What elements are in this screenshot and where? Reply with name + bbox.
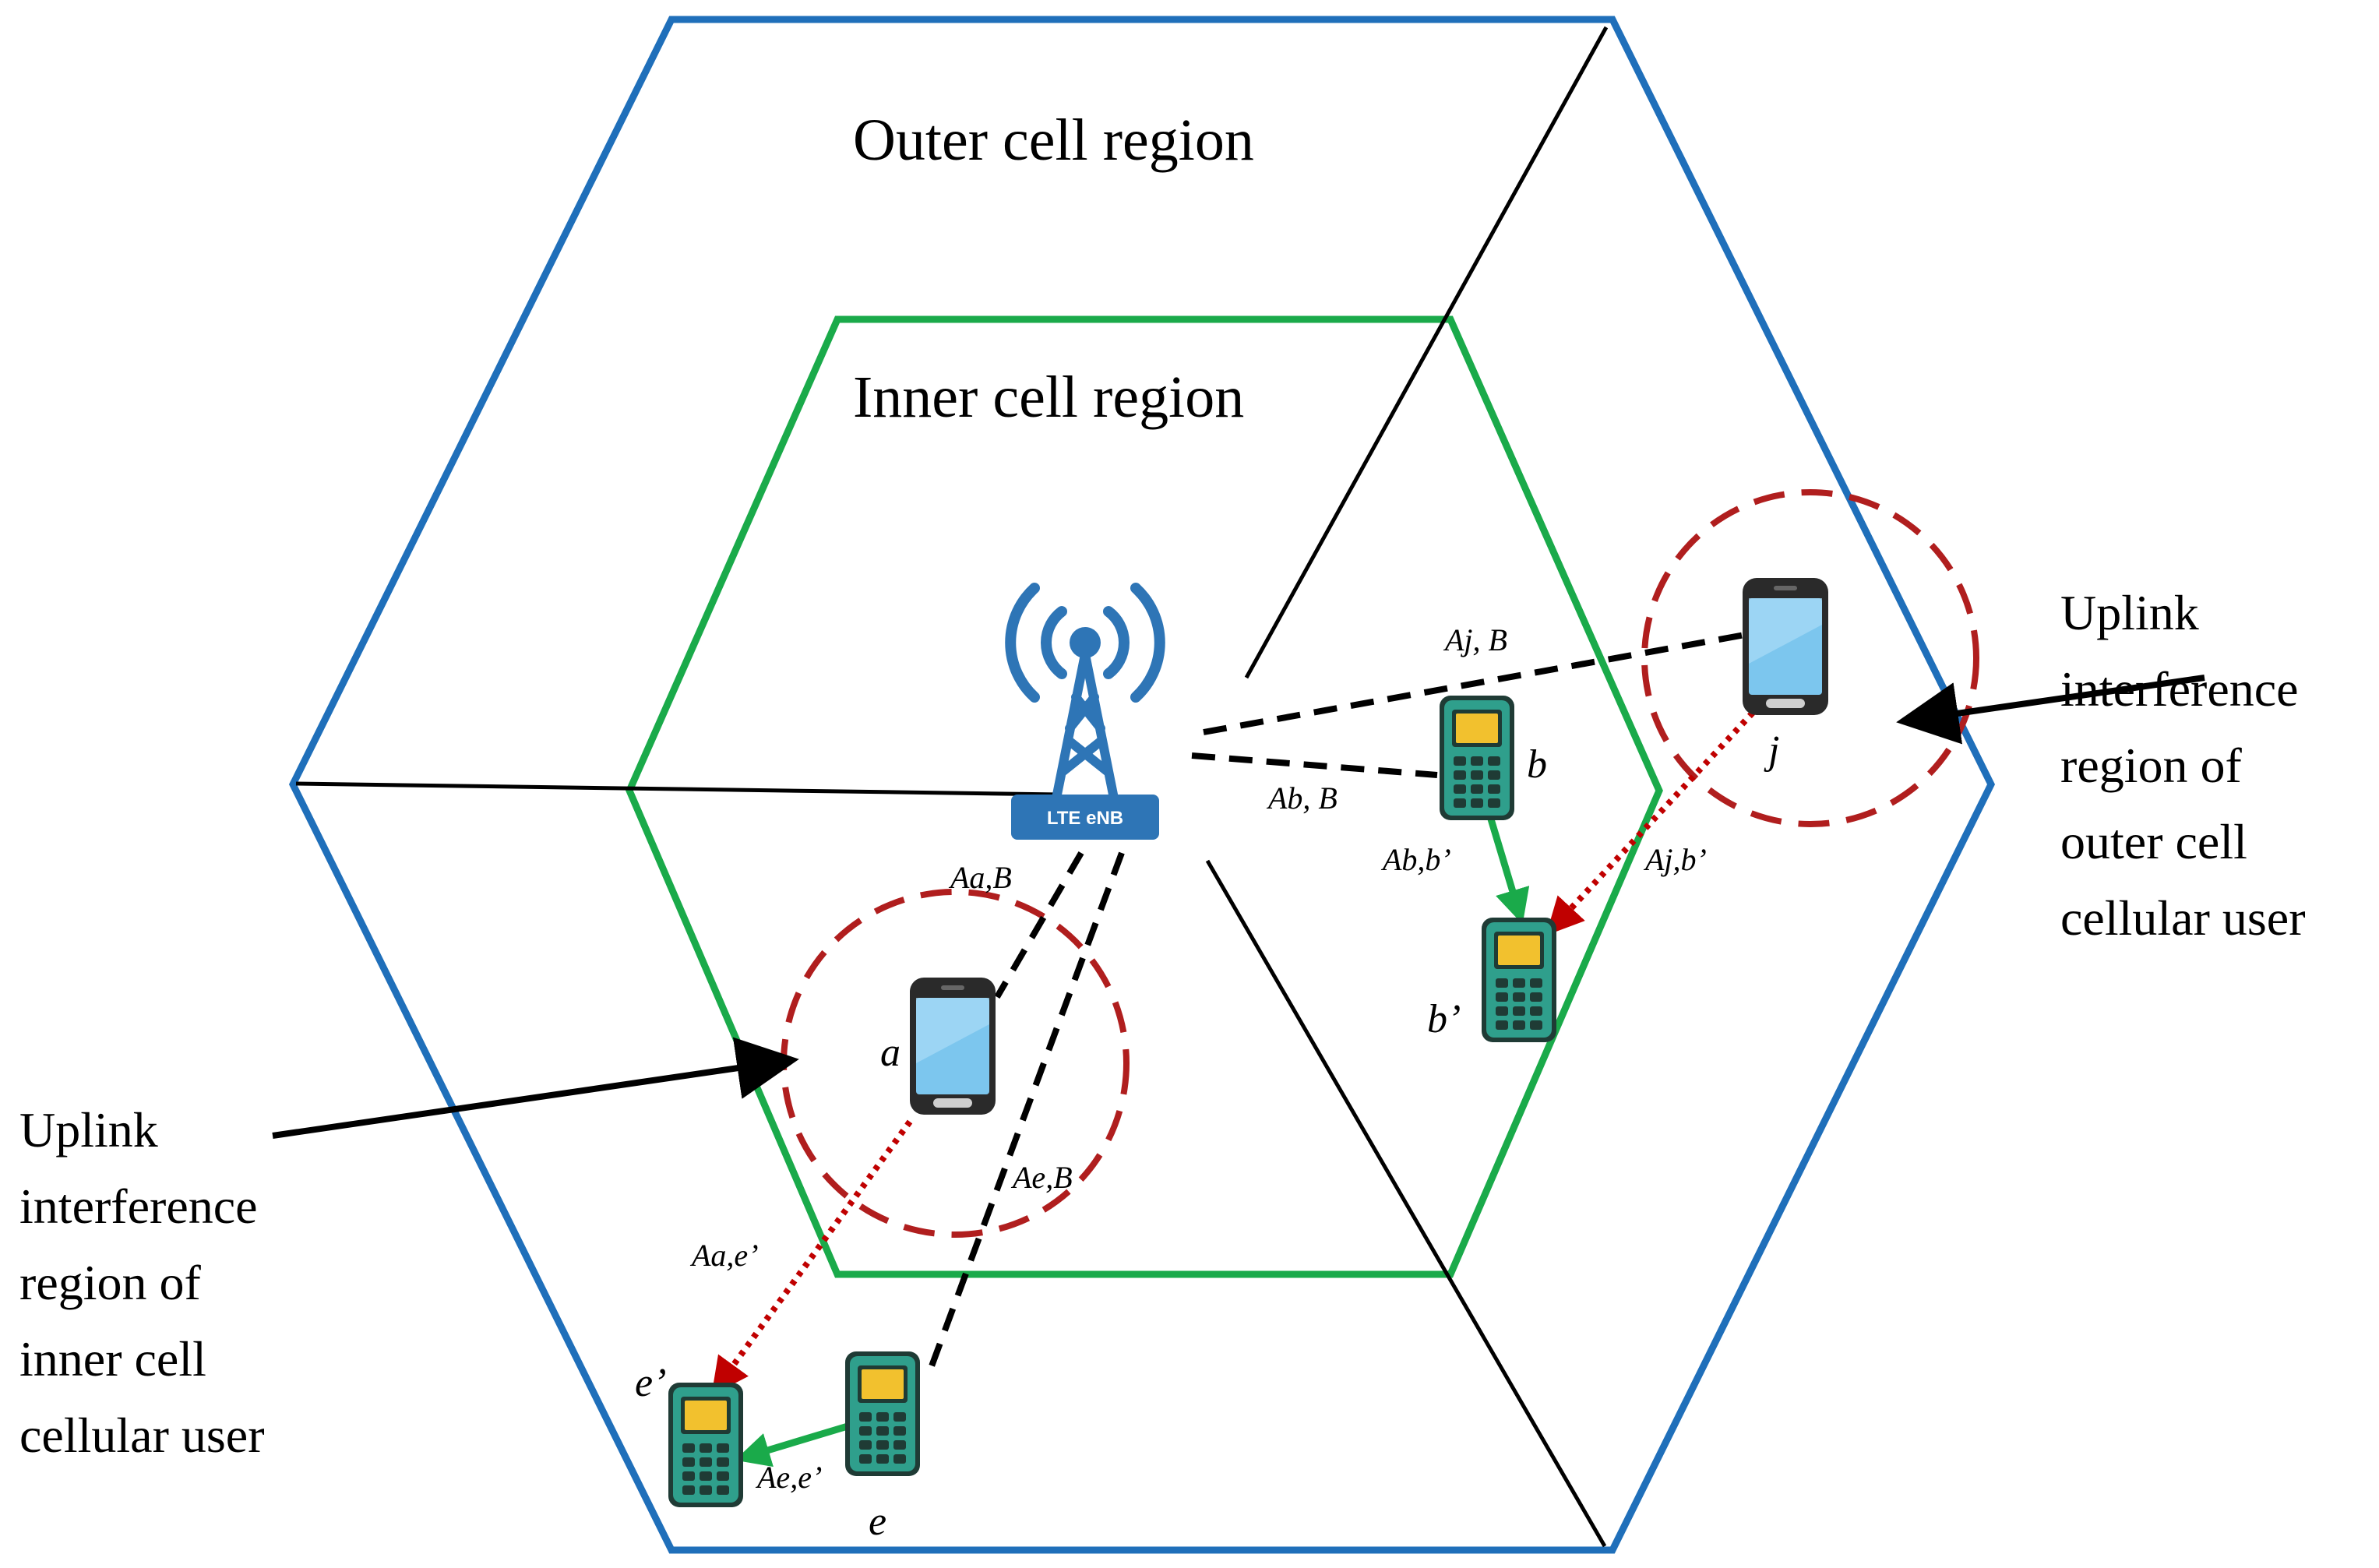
enb-label: LTE eNB: [1047, 808, 1123, 829]
inner-region-label: Inner cell region: [853, 365, 1244, 430]
link-a-enb: [994, 851, 1084, 999]
svg-text:region of: region of: [2060, 738, 2243, 793]
svg-text:interference: interference: [2060, 661, 2299, 717]
device-bprime-keypad[interactable]: [1482, 918, 1556, 1042]
svg-text:Uplink: Uplink: [19, 1102, 158, 1158]
interference-links: [711, 710, 1755, 1396]
antenna-tower-icon: [1005, 583, 1165, 807]
link-label-ae-b: Ae,B: [1010, 1160, 1073, 1195]
interference-link-a-eprime: [711, 1119, 913, 1396]
link-label-aa-eprime: Aa,e’: [689, 1238, 759, 1273]
sector-line-lower-right: [1205, 859, 1607, 1548]
node-label-j: j: [1764, 728, 1779, 773]
outer-region-label: Outer cell region: [853, 107, 1254, 173]
link-label-aj-bprime: Aj,b’: [1643, 842, 1707, 877]
device-e-keypad[interactable]: [845, 1351, 920, 1476]
base-station[interactable]: LTE eNB: [1005, 583, 1165, 840]
cellular-links: [924, 632, 1746, 1380]
svg-text:Uplink: Uplink: [2060, 585, 2199, 640]
link-e-enb: [924, 851, 1125, 1380]
link-j-enb: [1203, 632, 1746, 735]
node-label-bprime: b’: [1427, 997, 1461, 1041]
node-label-a: a: [880, 1031, 900, 1075]
svg-text:inner cell: inner cell: [19, 1331, 206, 1387]
node-label-b: b: [1527, 742, 1547, 787]
svg-text:outer cell: outer cell: [2060, 814, 2247, 869]
interference-link-j-bprime: [1545, 710, 1755, 936]
device-j-phone[interactable]: [1743, 578, 1828, 715]
svg-text:cellular user: cellular user: [2060, 890, 2306, 946]
inner-hexagon: [626, 315, 1663, 1278]
interference-circle-outer-user: [1641, 489, 1979, 827]
sector-line-left: [295, 781, 1062, 797]
device-b-keypad[interactable]: [1440, 696, 1514, 820]
sector-line-upper-right: [1244, 26, 1609, 679]
node-label-e: e: [869, 1499, 886, 1544]
link-label-ab-bprime: Ab,b’: [1380, 842, 1451, 877]
node-label-eprime: e’: [635, 1361, 666, 1405]
device-eprime-keypad[interactable]: [668, 1383, 743, 1507]
device-a-phone[interactable]: [910, 978, 996, 1115]
link-b-enb: [1191, 752, 1438, 778]
outer-hexagon: [288, 16, 1996, 1554]
annotation-outer-user: Uplink interference region of outer cell…: [2060, 585, 2306, 946]
enb-badge: [1011, 795, 1159, 840]
annotation-inner-user: Uplink interference region of inner cell…: [19, 1102, 265, 1463]
sector-lines: [295, 26, 1609, 1548]
svg-text:cellular user: cellular user: [19, 1408, 265, 1463]
annotation-arrow-outer: [1896, 675, 2205, 745]
link-label-aa-b: Aa,B: [948, 860, 1012, 895]
d2d-link-b-bprime: [1486, 812, 1530, 925]
link-label-ab-b: Ab, B: [1266, 780, 1338, 816]
svg-text:interference: interference: [19, 1179, 258, 1234]
annotation-arrow-inner: [272, 1037, 799, 1139]
link-label-aj-b: Aj, B: [1443, 622, 1507, 657]
svg-text:region of: region of: [19, 1255, 202, 1310]
link-label-ae-eprime: Ae,e’: [755, 1460, 822, 1495]
